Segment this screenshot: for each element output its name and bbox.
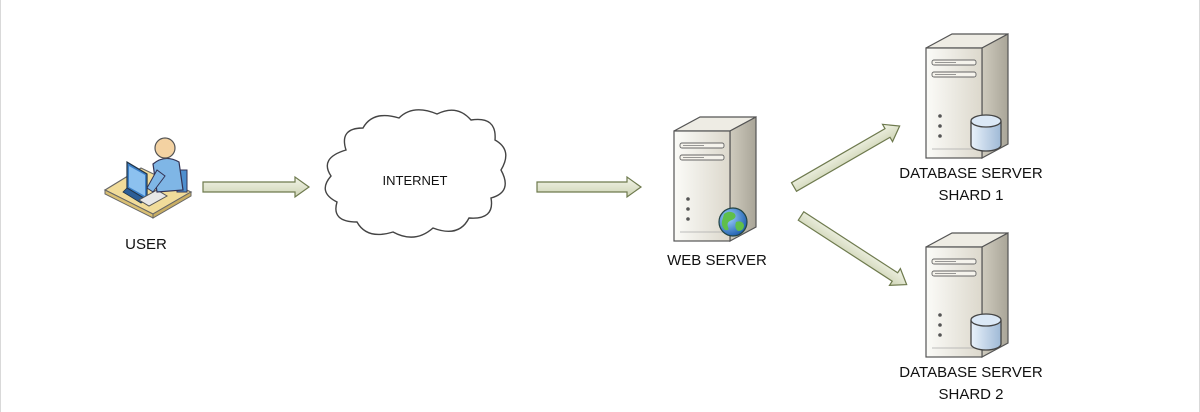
web-server-globe-icon: [673, 116, 757, 242]
user-at-computer-icon: [103, 137, 193, 219]
db-shard-2-label: DATABASE SERVER SHARD 2: [881, 362, 1061, 406]
db-shard-1-title: DATABASE SERVER: [899, 165, 1043, 182]
db-shard-2-title: DATABASE SERVER: [899, 364, 1043, 381]
db-shard-1-label: DATABASE SERVER SHARD 1: [881, 163, 1061, 207]
arrow-webserver-to-shard-2: [797, 210, 908, 287]
cloud-icon: [324, 109, 507, 238]
database-server-icon: [925, 232, 1009, 358]
arrow-internet-to-webserver: [536, 175, 643, 199]
user-label: USER: [125, 236, 167, 253]
database-server-icon: [925, 33, 1009, 159]
db-shard-2-shard: SHARD 2: [938, 386, 1004, 403]
internet-label: INTERNET: [382, 173, 448, 188]
arrow-user-to-internet: [202, 175, 311, 199]
arrow-webserver-to-shard-1: [790, 123, 901, 193]
web-server-label: WEB SERVER: [667, 252, 767, 269]
db-shard-1-shard: SHARD 1: [938, 187, 1004, 204]
